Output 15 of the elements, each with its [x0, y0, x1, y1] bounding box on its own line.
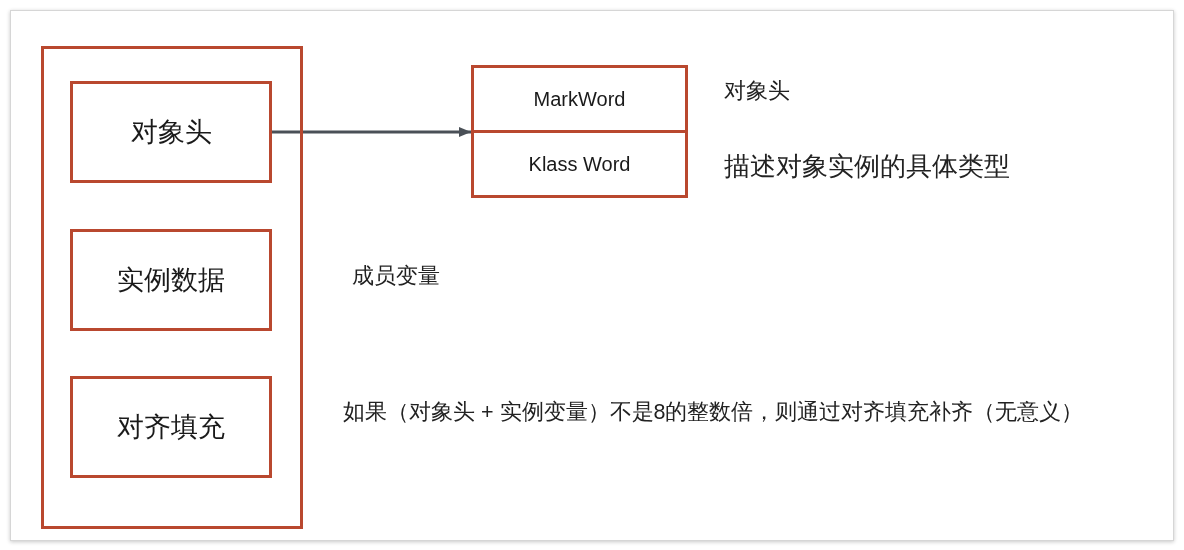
arrow — [272, 127, 471, 137]
field-box — [70, 81, 272, 183]
node-label: Klass Word — [528, 152, 631, 176]
field-box — [70, 229, 272, 331]
header-table — [471, 65, 688, 198]
node-label: 对齐填充 — [117, 410, 225, 444]
annotation-text: 对象头 — [724, 78, 790, 105]
object-frame — [41, 46, 303, 529]
annotation-text: 成员变量 — [352, 263, 440, 290]
annotation-text: 如果（对象头 + 实例变量）不是8的整数倍，则通过对齐填充补齐（无意义） — [343, 400, 1084, 426]
node-label: MarkWord — [533, 87, 626, 111]
annotation-text: 描述对象实例的具体类型 — [724, 151, 1010, 183]
node-label: 实例数据 — [117, 263, 225, 297]
field-box — [70, 376, 272, 478]
node-label: 对象头 — [130, 115, 212, 149]
